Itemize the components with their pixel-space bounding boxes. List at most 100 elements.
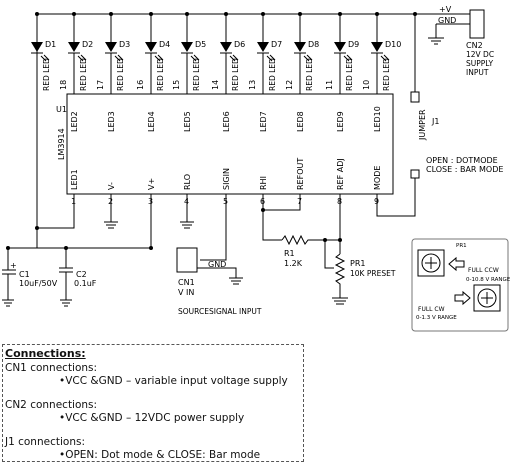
j1-item: •OPEN: Dot mode & CLOSE: Bar mode bbox=[59, 449, 261, 461]
preset-cw-icon bbox=[473, 284, 501, 312]
led-type-label: RED LED bbox=[382, 58, 391, 91]
ic-pin-name: LED2 bbox=[70, 111, 79, 132]
ic-pin-number: 9 bbox=[374, 197, 379, 206]
cn2-desc: SUPPLY bbox=[466, 59, 493, 68]
ic-pin-name: LED10 bbox=[373, 106, 382, 132]
arrow-right-icon bbox=[454, 290, 471, 306]
junction-dot bbox=[35, 226, 39, 230]
cn2-pin-gnd: GND bbox=[438, 16, 456, 25]
ic-pin-name: LED9 bbox=[336, 111, 345, 132]
mode-note-open: OPEN : DOTMODE bbox=[426, 156, 498, 165]
pr1-value: 10K PRESET bbox=[350, 269, 396, 278]
ic-pin-number: 2 bbox=[108, 197, 113, 206]
cn2-ref: CN2 bbox=[466, 41, 483, 50]
cn1-heading: CN1 connections: bbox=[5, 362, 98, 374]
led-ref-label: D9 bbox=[348, 40, 359, 49]
ic-pin-number: 18 bbox=[59, 80, 68, 90]
ic-pin-name: LED3 bbox=[107, 111, 116, 132]
connections-note: Connections: CN1 connections: •VCC &GND … bbox=[2, 344, 304, 462]
jumper-ref: J1 bbox=[431, 117, 439, 126]
inset-cw-range: 0-1.3 V RANGE bbox=[416, 315, 457, 321]
led-ref-label: D1 bbox=[45, 40, 56, 49]
source-signal-label: SOURCESIGNAL INPUT bbox=[178, 307, 262, 316]
cn2-pin-v: +V bbox=[439, 5, 452, 14]
junction-dot bbox=[149, 246, 153, 250]
ic-pin-number: 8 bbox=[337, 197, 342, 206]
led-ref-label: D2 bbox=[82, 40, 93, 49]
cn1-pin-gnd: GND bbox=[208, 260, 226, 269]
ic-pin-name: MODE bbox=[373, 166, 382, 190]
ic-pin-name: LED7 bbox=[259, 111, 268, 132]
ic-pin-name: V- bbox=[107, 182, 116, 190]
junction-dot bbox=[413, 12, 417, 16]
led-ref-label: D4 bbox=[159, 40, 170, 49]
led-ref-label: D5 bbox=[195, 40, 206, 49]
inset-ccw-range: 0-10.8 V RANGE bbox=[466, 277, 511, 283]
ic-pin-name: RLO bbox=[183, 174, 192, 190]
ic-pin-number: 17 bbox=[96, 80, 105, 90]
ic-pin-name: SIGIN bbox=[222, 168, 231, 190]
c2-ref: C2 bbox=[76, 270, 87, 279]
ic-pin-number: 5 bbox=[223, 197, 228, 206]
junction-dot bbox=[261, 208, 265, 212]
led-type-label: RED LED bbox=[305, 58, 314, 91]
j1-heading: J1 connections: bbox=[5, 436, 85, 448]
junction-dot bbox=[64, 246, 68, 250]
inset-ccw-label: FULL CCW bbox=[468, 267, 499, 274]
ic-pin-number: 14 bbox=[211, 80, 220, 90]
cn2-item: •VCC &GND – 12VDC power supply bbox=[59, 412, 245, 424]
pr1-ref: PR1 bbox=[350, 259, 365, 268]
led-type-label: RED LED bbox=[231, 58, 240, 91]
cn1-item: •VCC &GND – variable input voltage suppl… bbox=[59, 375, 288, 387]
r1-ref: R1 bbox=[284, 249, 295, 258]
ic-pin-name: LED8 bbox=[296, 111, 305, 132]
junction-dot bbox=[6, 246, 10, 250]
ic-pin-number: 7 bbox=[297, 197, 302, 206]
inset-cw-label: FULL CW bbox=[418, 306, 445, 313]
cn1-desc: V IN bbox=[178, 288, 194, 297]
ic-ref: U1 bbox=[56, 105, 67, 114]
ic-pin-number: 15 bbox=[172, 80, 181, 90]
connections-title: Connections: bbox=[5, 347, 86, 360]
r1-value: 1.2K bbox=[284, 259, 303, 268]
arrow-left-icon bbox=[448, 256, 465, 272]
inset-title: PR1 bbox=[456, 243, 467, 249]
ic-pin-number: 12 bbox=[285, 80, 294, 90]
cn2-heading: CN2 connections: bbox=[5, 399, 98, 411]
ic-pin-number: 1 bbox=[71, 197, 76, 206]
junction-dot bbox=[338, 238, 342, 242]
c1-ref: C1 bbox=[19, 270, 30, 279]
led-type-label: RED LED bbox=[268, 58, 277, 91]
ic-pin-number: 16 bbox=[136, 80, 145, 90]
c1-polarity: + bbox=[10, 261, 17, 270]
led-type-label: RED LED bbox=[116, 58, 125, 91]
preset-ccw-icon bbox=[417, 249, 445, 277]
led-ref-label: D3 bbox=[119, 40, 130, 49]
ic-pin-number: 11 bbox=[325, 80, 334, 90]
mode-note-close: CLOSE : BAR MODE bbox=[426, 165, 503, 174]
led-type-label: RED LED bbox=[156, 58, 165, 91]
ic-pin-name: LED5 bbox=[183, 111, 192, 132]
cn2-desc: 12V DC bbox=[466, 50, 494, 59]
led-type-label: RED LED bbox=[79, 58, 88, 91]
cn1-ref: CN1 bbox=[178, 278, 195, 287]
ic-pin-number: 10 bbox=[362, 80, 371, 90]
ic-pin-name: REFOUT bbox=[296, 158, 305, 190]
led-type-label: RED LED bbox=[192, 58, 201, 91]
led-type-label: RED LED bbox=[345, 58, 354, 91]
led-ref-label: D6 bbox=[234, 40, 245, 49]
ic-pin-number: 3 bbox=[148, 197, 153, 206]
ic-pin-name: RHI bbox=[259, 176, 268, 190]
ic-pin-name: LED6 bbox=[222, 111, 231, 132]
ic-pin-name: LED1 bbox=[70, 169, 79, 190]
